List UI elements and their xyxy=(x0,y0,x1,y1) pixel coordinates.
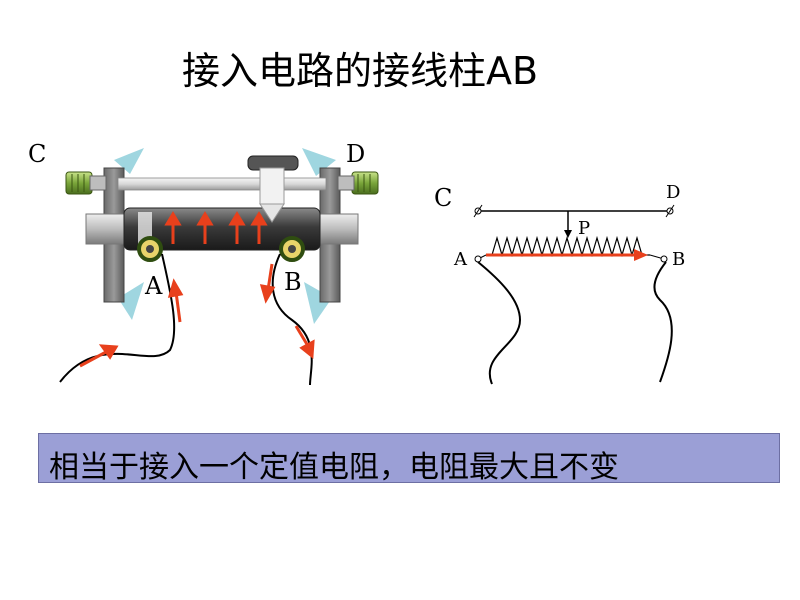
schematic-label-a: A xyxy=(454,249,467,270)
schematic-label-b: B xyxy=(672,249,686,270)
schematic-label-p: P xyxy=(578,218,591,239)
slider-hint-top-right xyxy=(302,148,336,176)
top-rod xyxy=(117,177,327,191)
current-arrows-coil xyxy=(164,211,268,244)
terminal-c-knob xyxy=(65,171,93,195)
schematic-label-d: D xyxy=(666,182,681,203)
schematic-resistor xyxy=(486,235,650,258)
slider-hint-bottom-right xyxy=(304,282,332,324)
current-arrows-wires xyxy=(79,263,315,368)
schematic-wire-a xyxy=(477,261,522,385)
slider-body xyxy=(259,167,285,205)
rheostat-illustration: C D A B xyxy=(20,130,400,400)
label-a: A xyxy=(145,272,163,300)
schematic-wire-b xyxy=(653,261,673,383)
caption-text: 相当于接入一个定值电阻，电阻最大且不变 xyxy=(49,450,619,485)
schematic-label-c: C xyxy=(434,184,453,212)
label-c: C xyxy=(28,140,47,168)
tube-right-end xyxy=(317,213,359,245)
terminal-d-knob xyxy=(351,171,379,195)
slider-hint-bottom-left xyxy=(118,282,144,320)
label-d: D xyxy=(346,140,366,168)
tube-left-end xyxy=(85,213,127,245)
rheostat-drawing xyxy=(59,148,379,386)
slider-hint-top-left xyxy=(114,148,144,174)
schematic-drawing xyxy=(473,204,675,385)
wire-b xyxy=(271,253,313,386)
caption-box: 相当于接入一个定值电阻，电阻最大且不变 xyxy=(38,433,780,485)
page-title: 接入电路的接线柱AB xyxy=(181,49,539,93)
rheostat-schematic: C D A B P xyxy=(420,170,720,390)
label-b: B xyxy=(284,268,302,296)
slider-contact xyxy=(259,203,285,223)
